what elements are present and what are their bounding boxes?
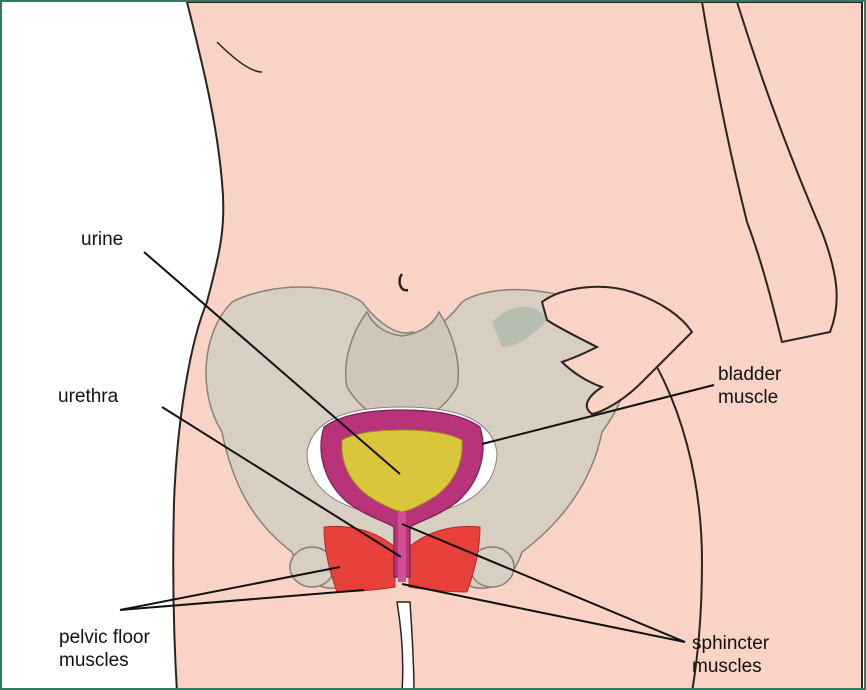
label-urethra: urethra <box>58 385 118 408</box>
label-bladder-muscle-1: bladder <box>718 363 781 386</box>
label-pelvic-floor-2: muscles <box>59 649 129 672</box>
label-sphincter-1: sphincter <box>692 632 769 655</box>
urethra-tube <box>398 512 406 582</box>
label-sphincter-2: muscles <box>692 655 762 678</box>
label-urine: urine <box>81 228 123 251</box>
label-pelvic-floor-1: pelvic floor <box>59 626 150 649</box>
label-bladder-muscle-2: muscle <box>718 386 778 409</box>
